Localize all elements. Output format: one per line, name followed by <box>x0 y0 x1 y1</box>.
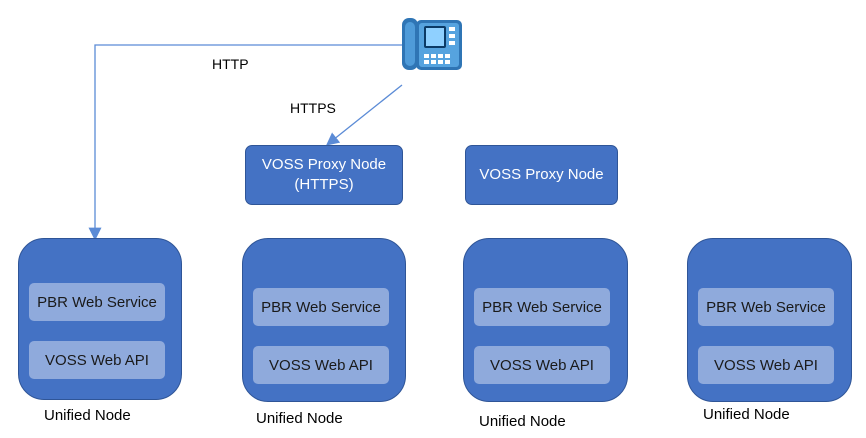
unified-node-4: PBR Web Service VOSS Web API <box>687 238 852 402</box>
unified-node-caption: Unified Node <box>703 406 790 423</box>
unified-node-caption: Unified Node <box>479 413 566 430</box>
voss-web-api: VOSS Web API <box>253 346 389 384</box>
unified-node-caption: Unified Node <box>256 410 343 427</box>
proxy-node: VOSS Proxy Node <box>465 145 618 205</box>
pbr-web-service: PBR Web Service <box>698 288 834 326</box>
https-connector <box>325 84 403 146</box>
pbr-web-service: PBR Web Service <box>29 283 165 321</box>
unified-node-3: PBR Web Service VOSS Web API <box>463 238 628 402</box>
http-connector <box>88 44 402 241</box>
pbr-web-service: PBR Web Service <box>474 288 610 326</box>
unified-node-1: PBR Web Service VOSS Web API <box>18 238 182 400</box>
proxy-node-title: VOSS Proxy Node <box>261 156 387 173</box>
ip-phone-icon <box>400 16 464 72</box>
proxy-node-https: VOSS Proxy Node (HTTPS) <box>245 145 403 205</box>
proxy-node-protocol: (HTTPS) <box>294 176 354 193</box>
unified-node-2: PBR Web Service VOSS Web API <box>242 238 406 402</box>
http-label: HTTP <box>212 56 249 72</box>
https-label: HTTPS <box>290 100 336 116</box>
pbr-web-service: PBR Web Service <box>253 288 389 326</box>
voss-web-api: VOSS Web API <box>29 341 165 379</box>
voss-web-api: VOSS Web API <box>698 346 834 384</box>
proxy-node-title: VOSS Proxy Node <box>479 166 604 183</box>
unified-node-caption: Unified Node <box>44 407 131 424</box>
voss-web-api: VOSS Web API <box>474 346 610 384</box>
